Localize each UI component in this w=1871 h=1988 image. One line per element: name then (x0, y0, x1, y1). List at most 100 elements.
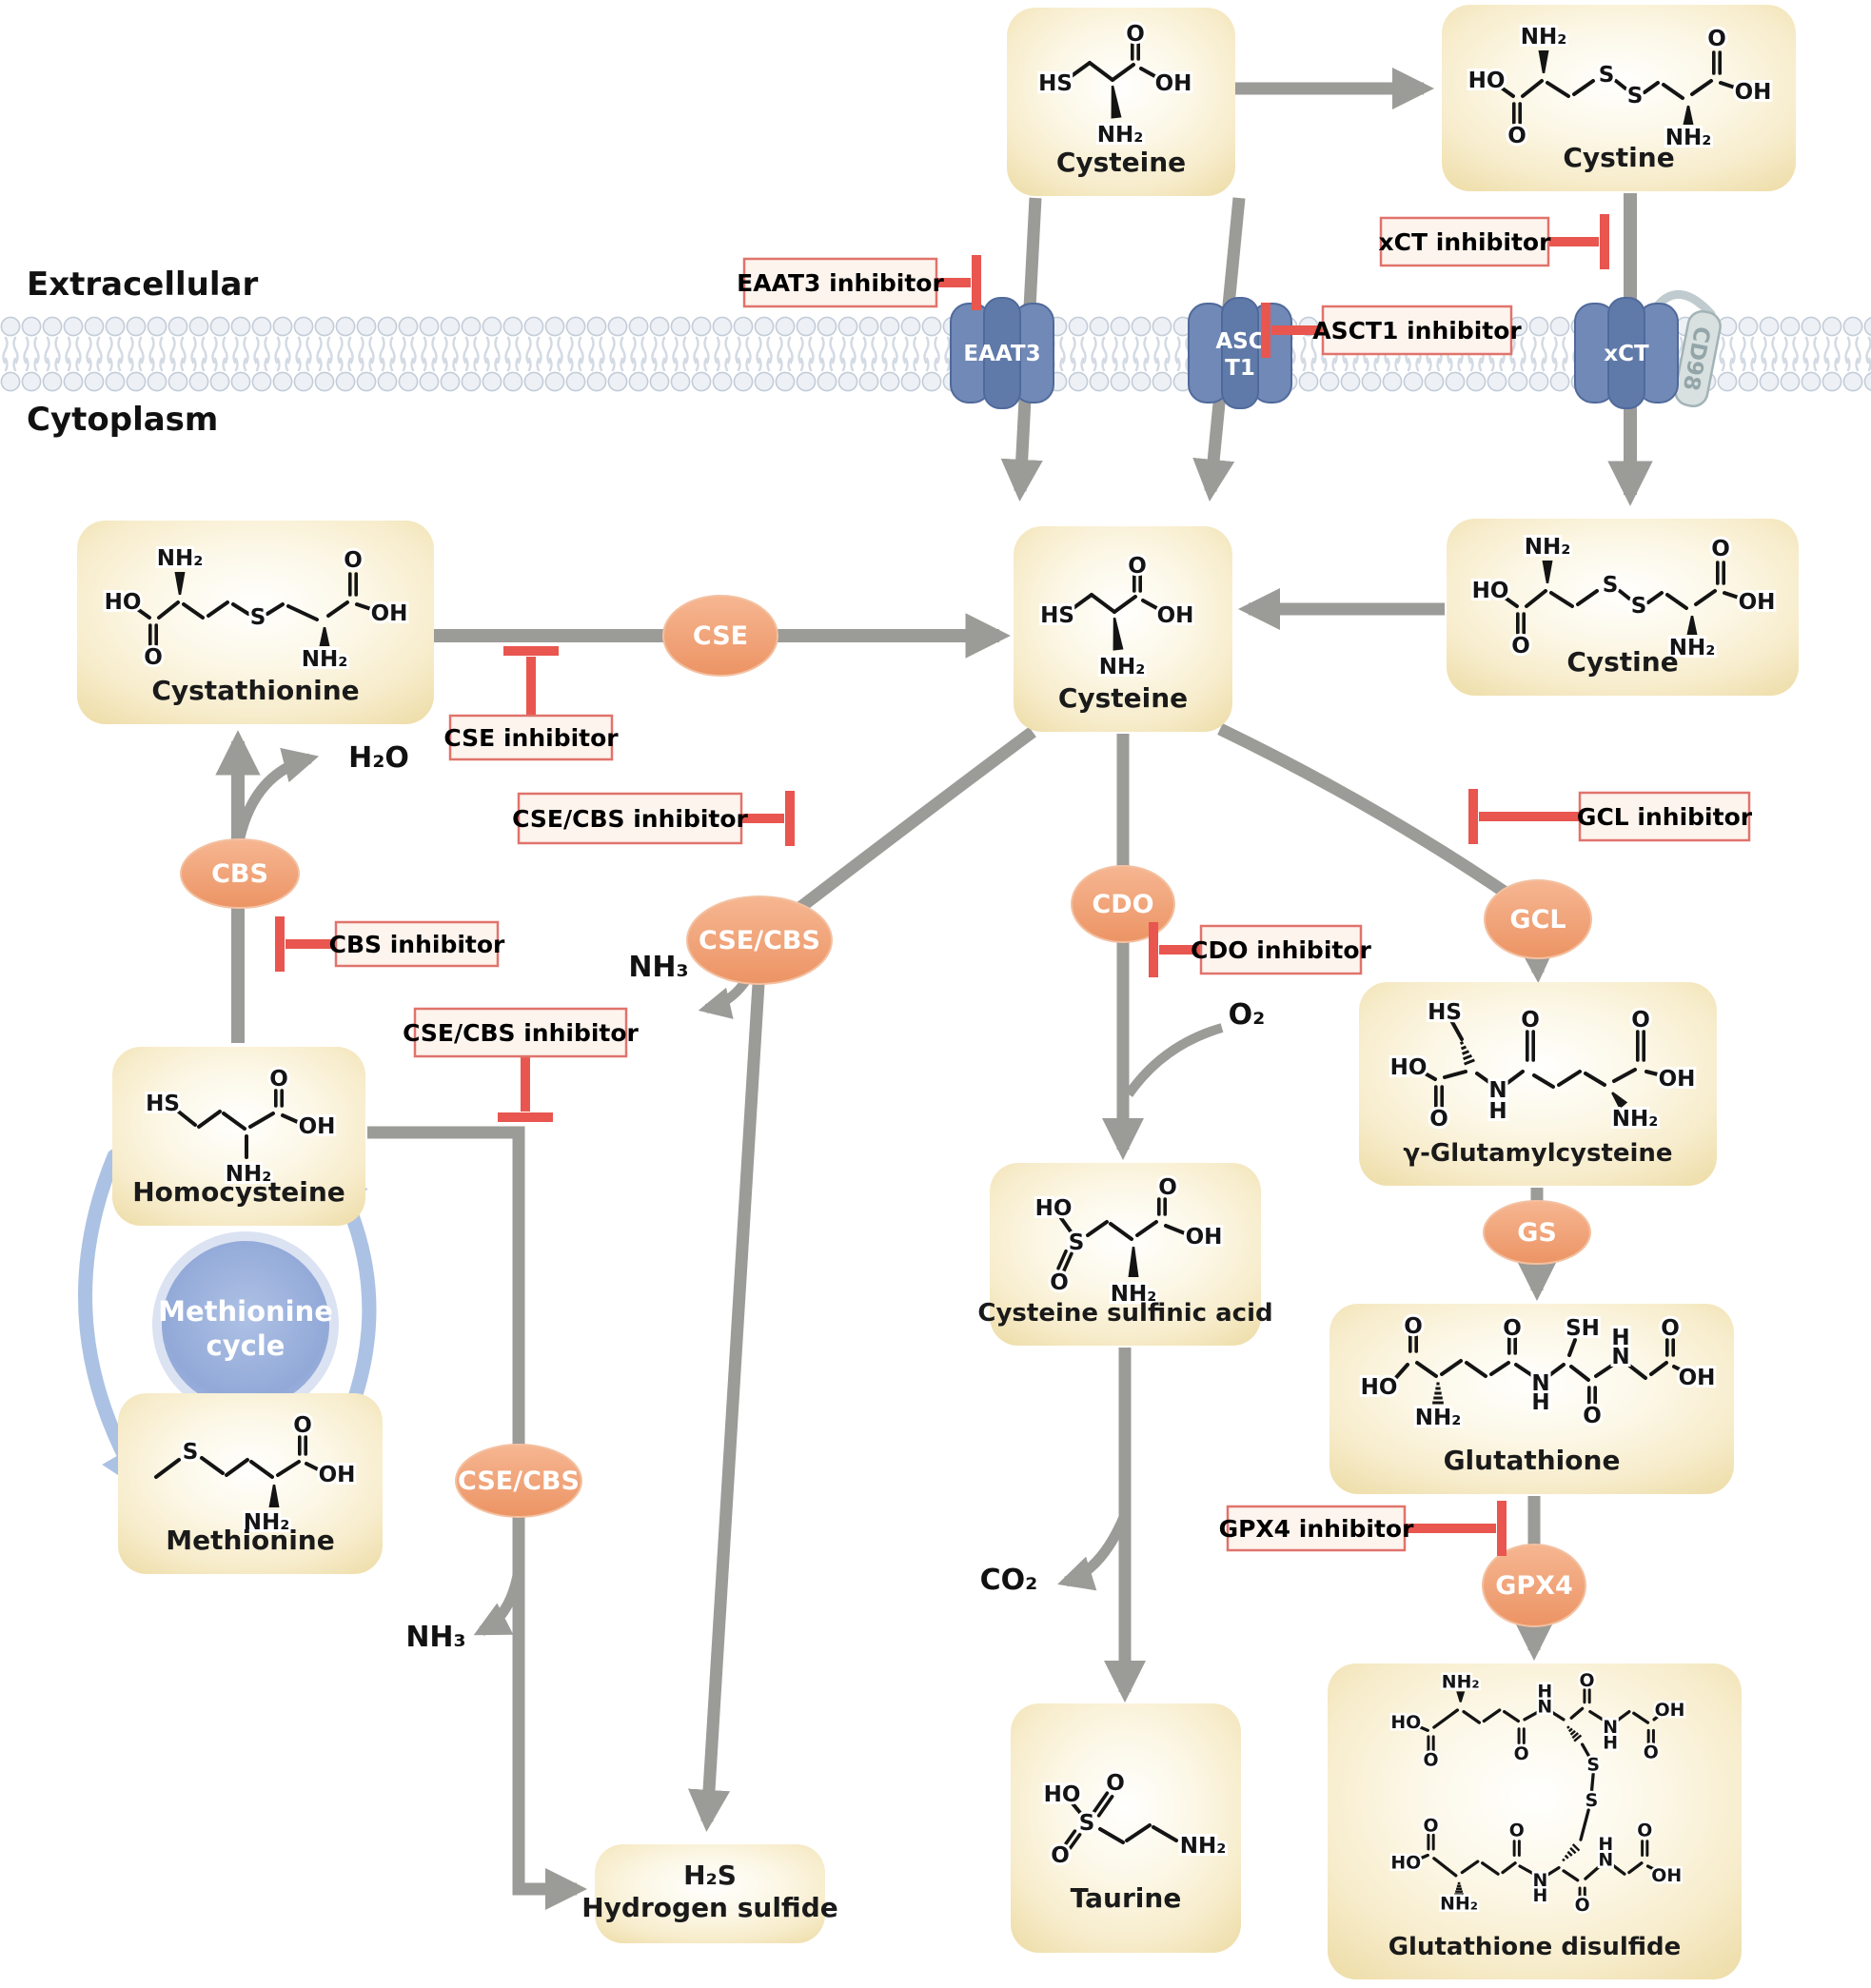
atom-label: NH₂ (226, 1162, 272, 1187)
atom-label: O (1711, 537, 1730, 561)
transporter-label-xct: xCT (1604, 342, 1649, 366)
atom-label: HS (1428, 1000, 1462, 1025)
enzyme-gcl: GCL (1484, 879, 1592, 959)
atom-label: OH (1157, 603, 1194, 628)
inhibitor-label-eaat3-inhibitor: EAAT3 inhibitor (737, 269, 944, 297)
atom-label: HS (1038, 71, 1073, 96)
atom-label: O (1514, 1743, 1529, 1764)
inhibitor-label-csecbs-inhibitor-lower: CSE/CBS inhibitor (403, 1019, 639, 1047)
enzyme-label-cbs: CBS (211, 859, 268, 889)
atom-label: O (1429, 1107, 1448, 1132)
atom-label: OH (1655, 1700, 1685, 1721)
inhibitor-cse-inhibitor: CSE inhibitor (443, 646, 619, 761)
atom-label: HO (1361, 1375, 1398, 1400)
atom-label: HS (1040, 603, 1074, 628)
atom-label: S (1585, 1790, 1599, 1811)
enzyme-cdo: CDO (1071, 865, 1175, 943)
atom-label: HS (146, 1092, 180, 1116)
atom-label: NH₂ (1525, 535, 1571, 560)
metabolite-label-cysteine-cyto: Cysteine (1058, 682, 1188, 714)
atom-label: S (1069, 1230, 1085, 1255)
atom-label: NH₂ (1665, 126, 1712, 150)
arrow-co2-branch (1057, 1512, 1131, 1591)
atom-label: OH (1651, 1865, 1682, 1886)
atom-label: OH (1659, 1067, 1696, 1092)
atom-label: O (1128, 554, 1147, 579)
small-molecule-label-co2: CO₂ (980, 1564, 1038, 1597)
enzyme-label-csecbs-upper: CSE/CBS (699, 926, 820, 955)
arrow-csecbs-h2s (687, 726, 1036, 1833)
atom-label: O (1707, 27, 1726, 51)
atom-label: OH (371, 601, 408, 626)
atom-label: O (1521, 1008, 1540, 1033)
atom-label: O (1661, 1316, 1680, 1341)
enzyme-cse: CSE (662, 595, 778, 677)
enzyme-gpx4: GPX4 (1482, 1544, 1586, 1627)
metabolite-label-cystine-top: Cystine (1563, 142, 1674, 173)
atom-label: NH₂ (1180, 1834, 1227, 1859)
metabolite-label-glutathione: Glutathione (1444, 1445, 1621, 1476)
inhibitor-label-cbs-inhibitor: CBS inhibitor (329, 931, 505, 958)
atom-label: H (1531, 1390, 1549, 1415)
atom-label: O (1106, 1771, 1125, 1796)
atom-label: N (1611, 1345, 1629, 1369)
atom-label: OH (1155, 71, 1192, 96)
methionine-cycle-label: cycle (207, 1329, 286, 1362)
atom-label: O (1511, 634, 1530, 659)
inhibitor-eaat3-inhibitor: EAAT3 inhibitor (737, 255, 981, 310)
atom-label: O (1509, 1820, 1525, 1840)
small-molecule-label-nh3-low: NH₃ (405, 1621, 465, 1654)
atom-label: O (1503, 1316, 1522, 1341)
atom-label: NH₂ (157, 546, 204, 571)
small-molecule-label-nh3-mid: NH₃ (628, 951, 688, 984)
inhibitor-gpx4-inhibitor: GPX4 inhibitor (1219, 1501, 1507, 1556)
metabolite-label-homocysteine: Homocysteine (132, 1176, 345, 1208)
atom-label: H (1488, 1099, 1507, 1124)
atom-label: O (269, 1067, 288, 1092)
metabolite-formula-h2s: H₂S (683, 1860, 737, 1891)
atom-label: O (1631, 1008, 1650, 1033)
atom-label: NH₂ (1415, 1406, 1462, 1430)
atom-label: O (344, 548, 363, 573)
atom-label: N (1603, 1717, 1618, 1738)
region-label-extracellular: Extracellular (27, 266, 258, 304)
atom-label: S (1627, 84, 1644, 108)
atom-label: NH₂ (1521, 25, 1567, 49)
transporter-cd98: CD98 (1674, 310, 1722, 407)
atom-label: HO (1390, 1712, 1421, 1733)
inhibitor-label-cse-inhibitor: CSE inhibitor (443, 724, 619, 752)
enzyme-gs: GS (1483, 1200, 1591, 1265)
atom-label: O (1583, 1404, 1602, 1428)
atom-label: NH₂ (1442, 1671, 1480, 1692)
atom-label: NH₂ (1612, 1107, 1659, 1132)
atom-label: NH₂ (244, 1510, 290, 1535)
inhibitor-label-asct1-inhibitor: ASCT1 inhibitor (1312, 317, 1522, 344)
atom-label: SH (1566, 1316, 1600, 1341)
metabolite-label-h2s: Hydrogen sulfide (581, 1892, 837, 1923)
metabolite-label-cystathionine: Cystathionine (151, 675, 359, 706)
inhibitor-label-csecbs-inhibitor-upper: CSE/CBS inhibitor (512, 805, 748, 833)
atom-label: O (1051, 1843, 1070, 1868)
atom-label: H (1537, 1681, 1552, 1702)
atom-label: O (1575, 1895, 1590, 1916)
atom-label: H (1532, 1885, 1547, 1906)
atom-label: HO (1472, 579, 1509, 603)
region-label-cytoplasm: Cytoplasm (27, 401, 218, 439)
small-molecule-label-o2: O₂ (1229, 998, 1266, 1032)
